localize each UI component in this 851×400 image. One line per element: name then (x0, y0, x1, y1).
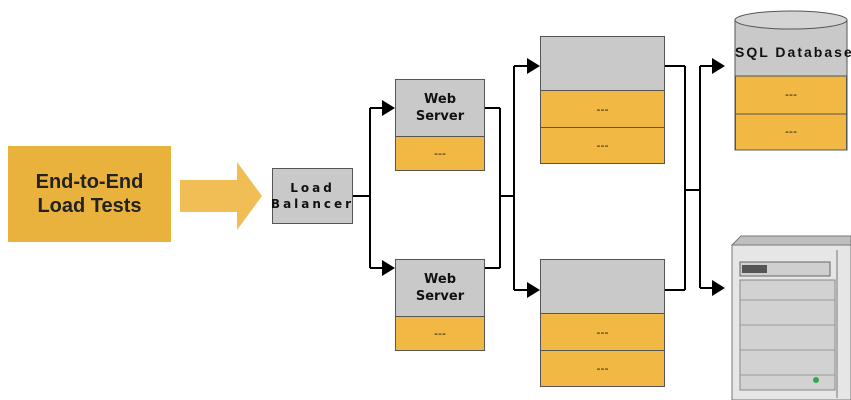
database-row-2: --- (785, 125, 797, 138)
source-line-1: End-to-End (35, 171, 144, 193)
connector-lines (353, 65, 712, 291)
middle-tier-box-1: --- --- (540, 36, 665, 164)
end-to-end-load-tests-box: End-to-End Load Tests (8, 146, 171, 242)
load-balancer-label: Load Balancer (270, 169, 355, 223)
web-server-1-label: Web Server (396, 80, 484, 137)
web-server-2-label: Web Server (396, 260, 484, 317)
arrowhead-icon (712, 280, 725, 296)
arrowhead-icon (382, 260, 395, 276)
middle-tier-1-row-2: --- (541, 128, 664, 163)
web-server-1: Web Server --- (395, 79, 485, 171)
big-arrow-icon (180, 162, 262, 230)
arrowheads (382, 58, 725, 298)
middle-tier-2-row-2: --- (541, 351, 664, 386)
source-line-2: Load Tests (37, 195, 142, 217)
middle-tier-2-header (541, 260, 664, 314)
web-server-2-line-2: Server (415, 289, 465, 304)
load-balancer-box: Load Balancer (270, 168, 355, 224)
web-server-2: Web Server --- (395, 259, 485, 351)
web-server-1-line-1: Web (424, 92, 456, 107)
middle-tier-box-2: --- --- (540, 259, 665, 387)
load-balancer-line-2: Balancer (270, 197, 355, 211)
database-cylinder-icon (734, 10, 848, 151)
arrowhead-icon (527, 58, 540, 74)
arrowhead-icon (382, 100, 395, 116)
middle-tier-2-row-1: --- (541, 314, 664, 351)
middle-tier-1-row-1: --- (541, 91, 664, 128)
database-row-1: --- (785, 88, 797, 101)
middle-tier-1-header (541, 37, 664, 91)
server-tower-icon (730, 235, 851, 400)
web-server-2-line-1: Web (424, 272, 456, 287)
web-server-1-row: --- (396, 137, 484, 170)
load-balancer-line-1: Load (290, 181, 335, 195)
arrowhead-icon (527, 282, 540, 298)
web-server-1-line-2: Server (415, 109, 465, 124)
web-server-2-row: --- (396, 317, 484, 350)
arrowhead-icon (712, 58, 725, 74)
database-label: SQL Database (735, 44, 851, 60)
